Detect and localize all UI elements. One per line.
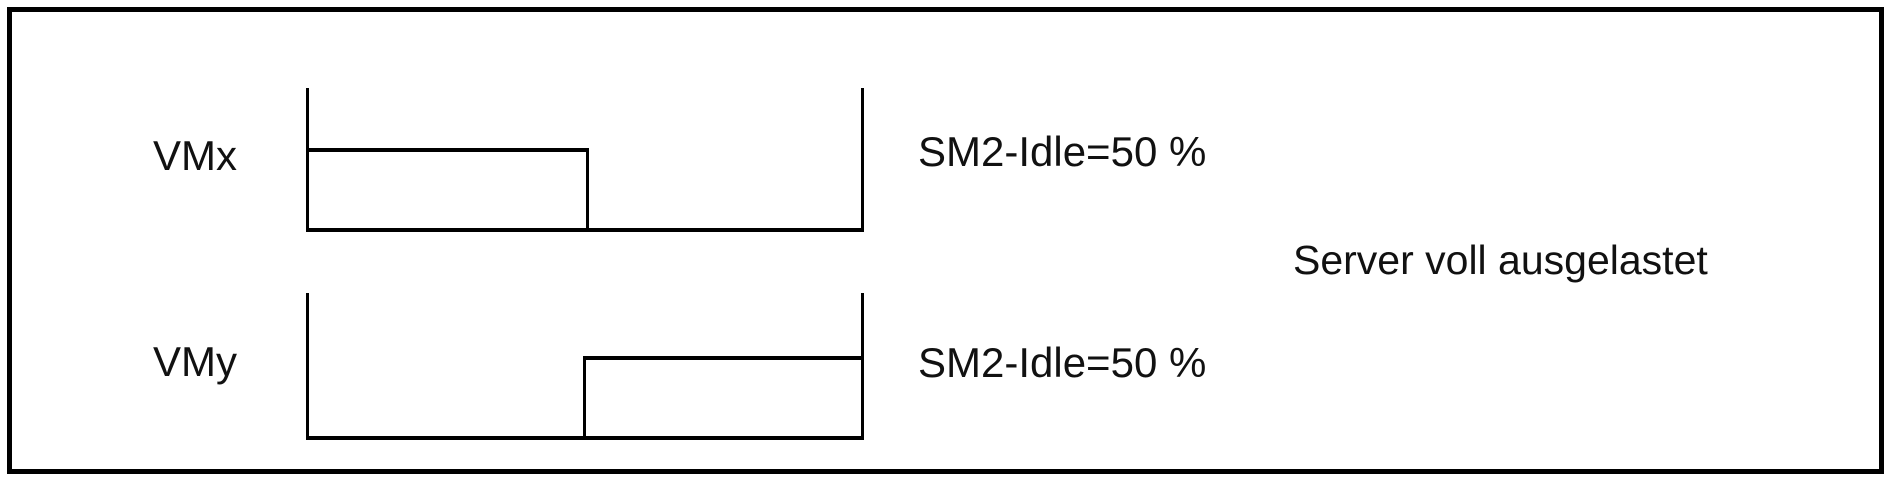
vmy-right-axis-line bbox=[861, 293, 864, 440]
server-utilization-note: Server voll ausgelastet bbox=[1293, 237, 1708, 283]
vmy-waveform bbox=[306, 293, 864, 440]
vmx-active-segment bbox=[306, 148, 589, 232]
vmx-label: VMx bbox=[153, 132, 237, 179]
vmx-right-axis-line bbox=[861, 88, 864, 232]
vmx-waveform bbox=[306, 88, 864, 232]
vmy-label: VMy bbox=[153, 338, 237, 385]
border-frame bbox=[7, 7, 1884, 474]
vmy-active-segment bbox=[583, 356, 864, 440]
vmx-baseline bbox=[306, 228, 864, 232]
vmy-left-axis-line bbox=[306, 293, 309, 440]
vmx-left-axis-line bbox=[306, 88, 309, 232]
vmy-idle-annotation: SM2-Idle=50 % bbox=[918, 339, 1207, 386]
vmx-idle-annotation: SM2-Idle=50 % bbox=[918, 128, 1207, 175]
